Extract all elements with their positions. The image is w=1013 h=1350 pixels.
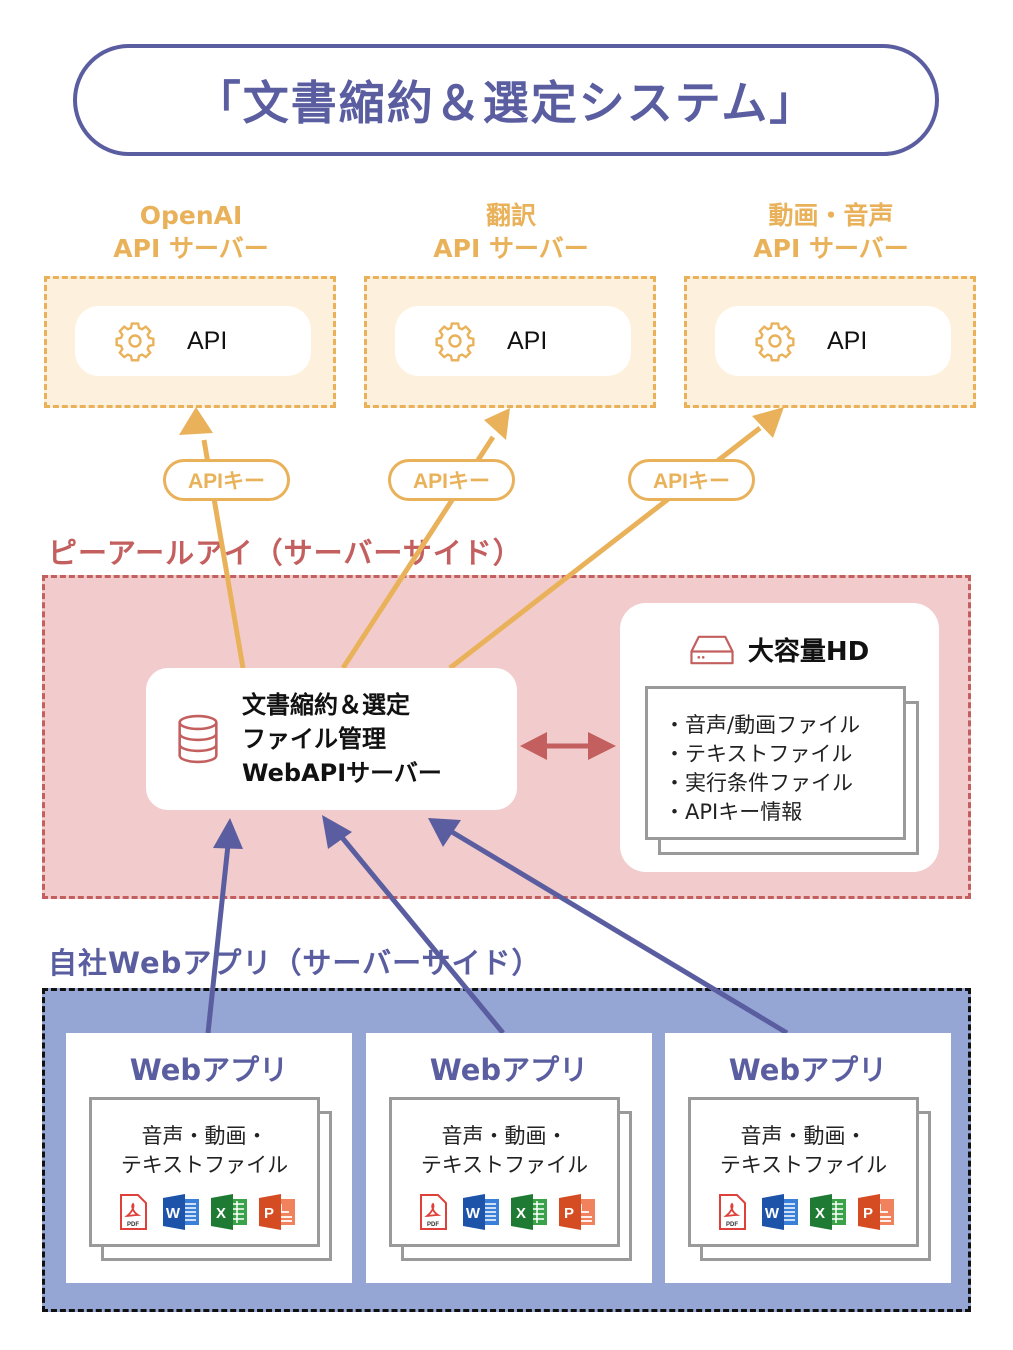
svg-text:W: W [165, 1205, 180, 1222]
svg-text:X: X [814, 1205, 824, 1222]
excel-file-icon: X [809, 1194, 846, 1230]
gear-icon [115, 322, 155, 362]
title-line: 文書縮約＆選定 [242, 691, 410, 719]
file-description: 音声・動画・ テキストファイル [92, 1122, 317, 1180]
svg-text:X: X [515, 1205, 525, 1222]
file-type-icons: PDF W X P [691, 1192, 916, 1232]
api-server-label-translation: 翻訳 API サーバー [361, 199, 661, 265]
api-key-badge-openai: APIキー [163, 459, 290, 501]
page-title: 「文書縮約＆選定システム」 [194, 76, 818, 130]
title-banner: 「文書縮約＆選定システム」 [73, 44, 939, 156]
file-type-icons: PDF W X P [392, 1192, 617, 1232]
list-item: ・テキストファイル [664, 742, 853, 766]
storage-header: 大容量HD [620, 631, 939, 668]
excel-file-icon: X [510, 1194, 547, 1230]
title-line: ファイル管理 [242, 725, 386, 753]
excel-file-icon: X [210, 1194, 247, 1230]
svg-text:PDF: PDF [127, 1222, 139, 1228]
api-server-label-media: 動画・音声 API サーバー [681, 199, 981, 265]
file-description: 音声・動画・ テキストファイル [392, 1122, 617, 1180]
file-type-icons: PDF W X P [92, 1192, 317, 1232]
word-file-icon: W [462, 1194, 499, 1230]
api-endpoint: API [715, 306, 951, 376]
svg-text:P: P [862, 1205, 872, 1222]
webapi-server-title: 文書縮約＆選定 ファイル管理 WebAPIサーバー [242, 688, 442, 790]
webapp-card: Webアプリ 音声・動画・ テキストファイル PDF W X P [366, 1033, 652, 1283]
svg-text:W: W [764, 1205, 779, 1222]
api-key-label: APIキー [412, 470, 490, 493]
api-key-label: APIキー [652, 470, 730, 493]
webapp-title: Webアプリ [728, 1053, 888, 1087]
file-description: 音声・動画・ テキストファイル [691, 1122, 916, 1180]
arrowhead-media [752, 407, 784, 438]
text-line: 音声・動画・ [740, 1124, 867, 1148]
gear-icon [755, 322, 795, 362]
list-item: ・音声/動画ファイル [664, 713, 861, 737]
word-file-icon: W [162, 1194, 199, 1230]
api-label: API [827, 326, 868, 355]
title-line: WebAPIサーバー [242, 759, 442, 787]
server-name: 翻訳 [485, 201, 536, 230]
api-key-badge-translation: APIキー [388, 459, 515, 501]
powerpoint-file-icon: P [558, 1194, 595, 1230]
server-type: API サーバー [433, 234, 589, 263]
server-type: API サーバー [753, 234, 909, 263]
api-endpoint: API [395, 306, 631, 376]
server-name: OpenAI [139, 201, 243, 230]
webapp-title: Webアプリ [429, 1053, 589, 1087]
storage-item-list: ・音声/動画ファイル ・テキストファイル ・実行条件ファイル ・APIキー情報 [664, 711, 860, 827]
gear-icon [435, 322, 475, 362]
api-key-label: APIキー [187, 470, 265, 493]
database-icon [178, 714, 218, 764]
webapp-files: 音声・動画・ テキストファイル PDF W X P [688, 1097, 919, 1247]
webapp-files: 音声・動画・ テキストファイル PDF W X P [389, 1097, 620, 1247]
text-line: テキストファイル [719, 1153, 888, 1177]
powerpoint-file-icon: P [857, 1194, 894, 1230]
powerpoint-file-icon: P [258, 1194, 295, 1230]
own-webapp-section-label: 自社Webアプリ（サーバーサイド） [48, 946, 542, 980]
server-type: API サーバー [113, 234, 269, 263]
hard-drive-icon [690, 635, 734, 664]
storage-title: 大容量HD [747, 637, 870, 667]
svg-text:P: P [563, 1205, 573, 1222]
list-item: ・APIキー情報 [664, 800, 803, 824]
text-line: テキストファイル [420, 1153, 589, 1177]
svg-text:W: W [465, 1205, 480, 1222]
storage-card: 大容量HD ・音声/動画ファイル ・テキストファイル ・実行条件ファイル ・AP… [620, 603, 939, 872]
webapp-card: Webアプリ 音声・動画・ テキストファイル PDF W X P [66, 1033, 352, 1283]
webapi-server-card: 文書縮約＆選定 ファイル管理 WebAPIサーバー [146, 668, 517, 810]
api-server-box-translation: API [364, 276, 656, 408]
api-key-badge-media: APIキー [628, 459, 755, 501]
api-server-box-media: API [684, 276, 976, 408]
text-line: 音声・動画・ [441, 1124, 568, 1148]
api-endpoint: API [75, 306, 311, 376]
pdf-file-icon: PDF [419, 1194, 447, 1230]
arrowhead-openai [179, 407, 213, 435]
svg-text:X: X [215, 1205, 225, 1222]
arrowhead-translation [484, 408, 510, 440]
text-line: テキストファイル [120, 1153, 289, 1177]
webapp-files: 音声・動画・ テキストファイル PDF W X P [89, 1097, 320, 1247]
server-name: 動画・音声 [768, 201, 894, 230]
pdf-file-icon: PDF [119, 1194, 147, 1230]
pdf-file-icon: PDF [718, 1194, 746, 1230]
svg-text:PDF: PDF [726, 1222, 738, 1228]
api-server-box-openai: API [44, 276, 336, 408]
word-file-icon: W [761, 1194, 798, 1230]
list-item: ・実行条件ファイル [664, 771, 853, 795]
text-line: 音声・動画・ [141, 1124, 268, 1148]
api-label: API [187, 326, 228, 355]
storage-contents: ・音声/動画ファイル ・テキストファイル ・実行条件ファイル ・APIキー情報 [645, 686, 906, 840]
pri-section-label: ピーアールアイ（サーバーサイド） [48, 536, 523, 570]
api-label: API [507, 326, 548, 355]
svg-text:P: P [263, 1205, 273, 1222]
svg-text:PDF: PDF [427, 1222, 439, 1228]
api-server-label-openai: OpenAI API サーバー [41, 199, 341, 265]
webapp-card: Webアプリ 音声・動画・ テキストファイル PDF W X P [665, 1033, 951, 1283]
webapp-title: Webアプリ [129, 1053, 289, 1087]
